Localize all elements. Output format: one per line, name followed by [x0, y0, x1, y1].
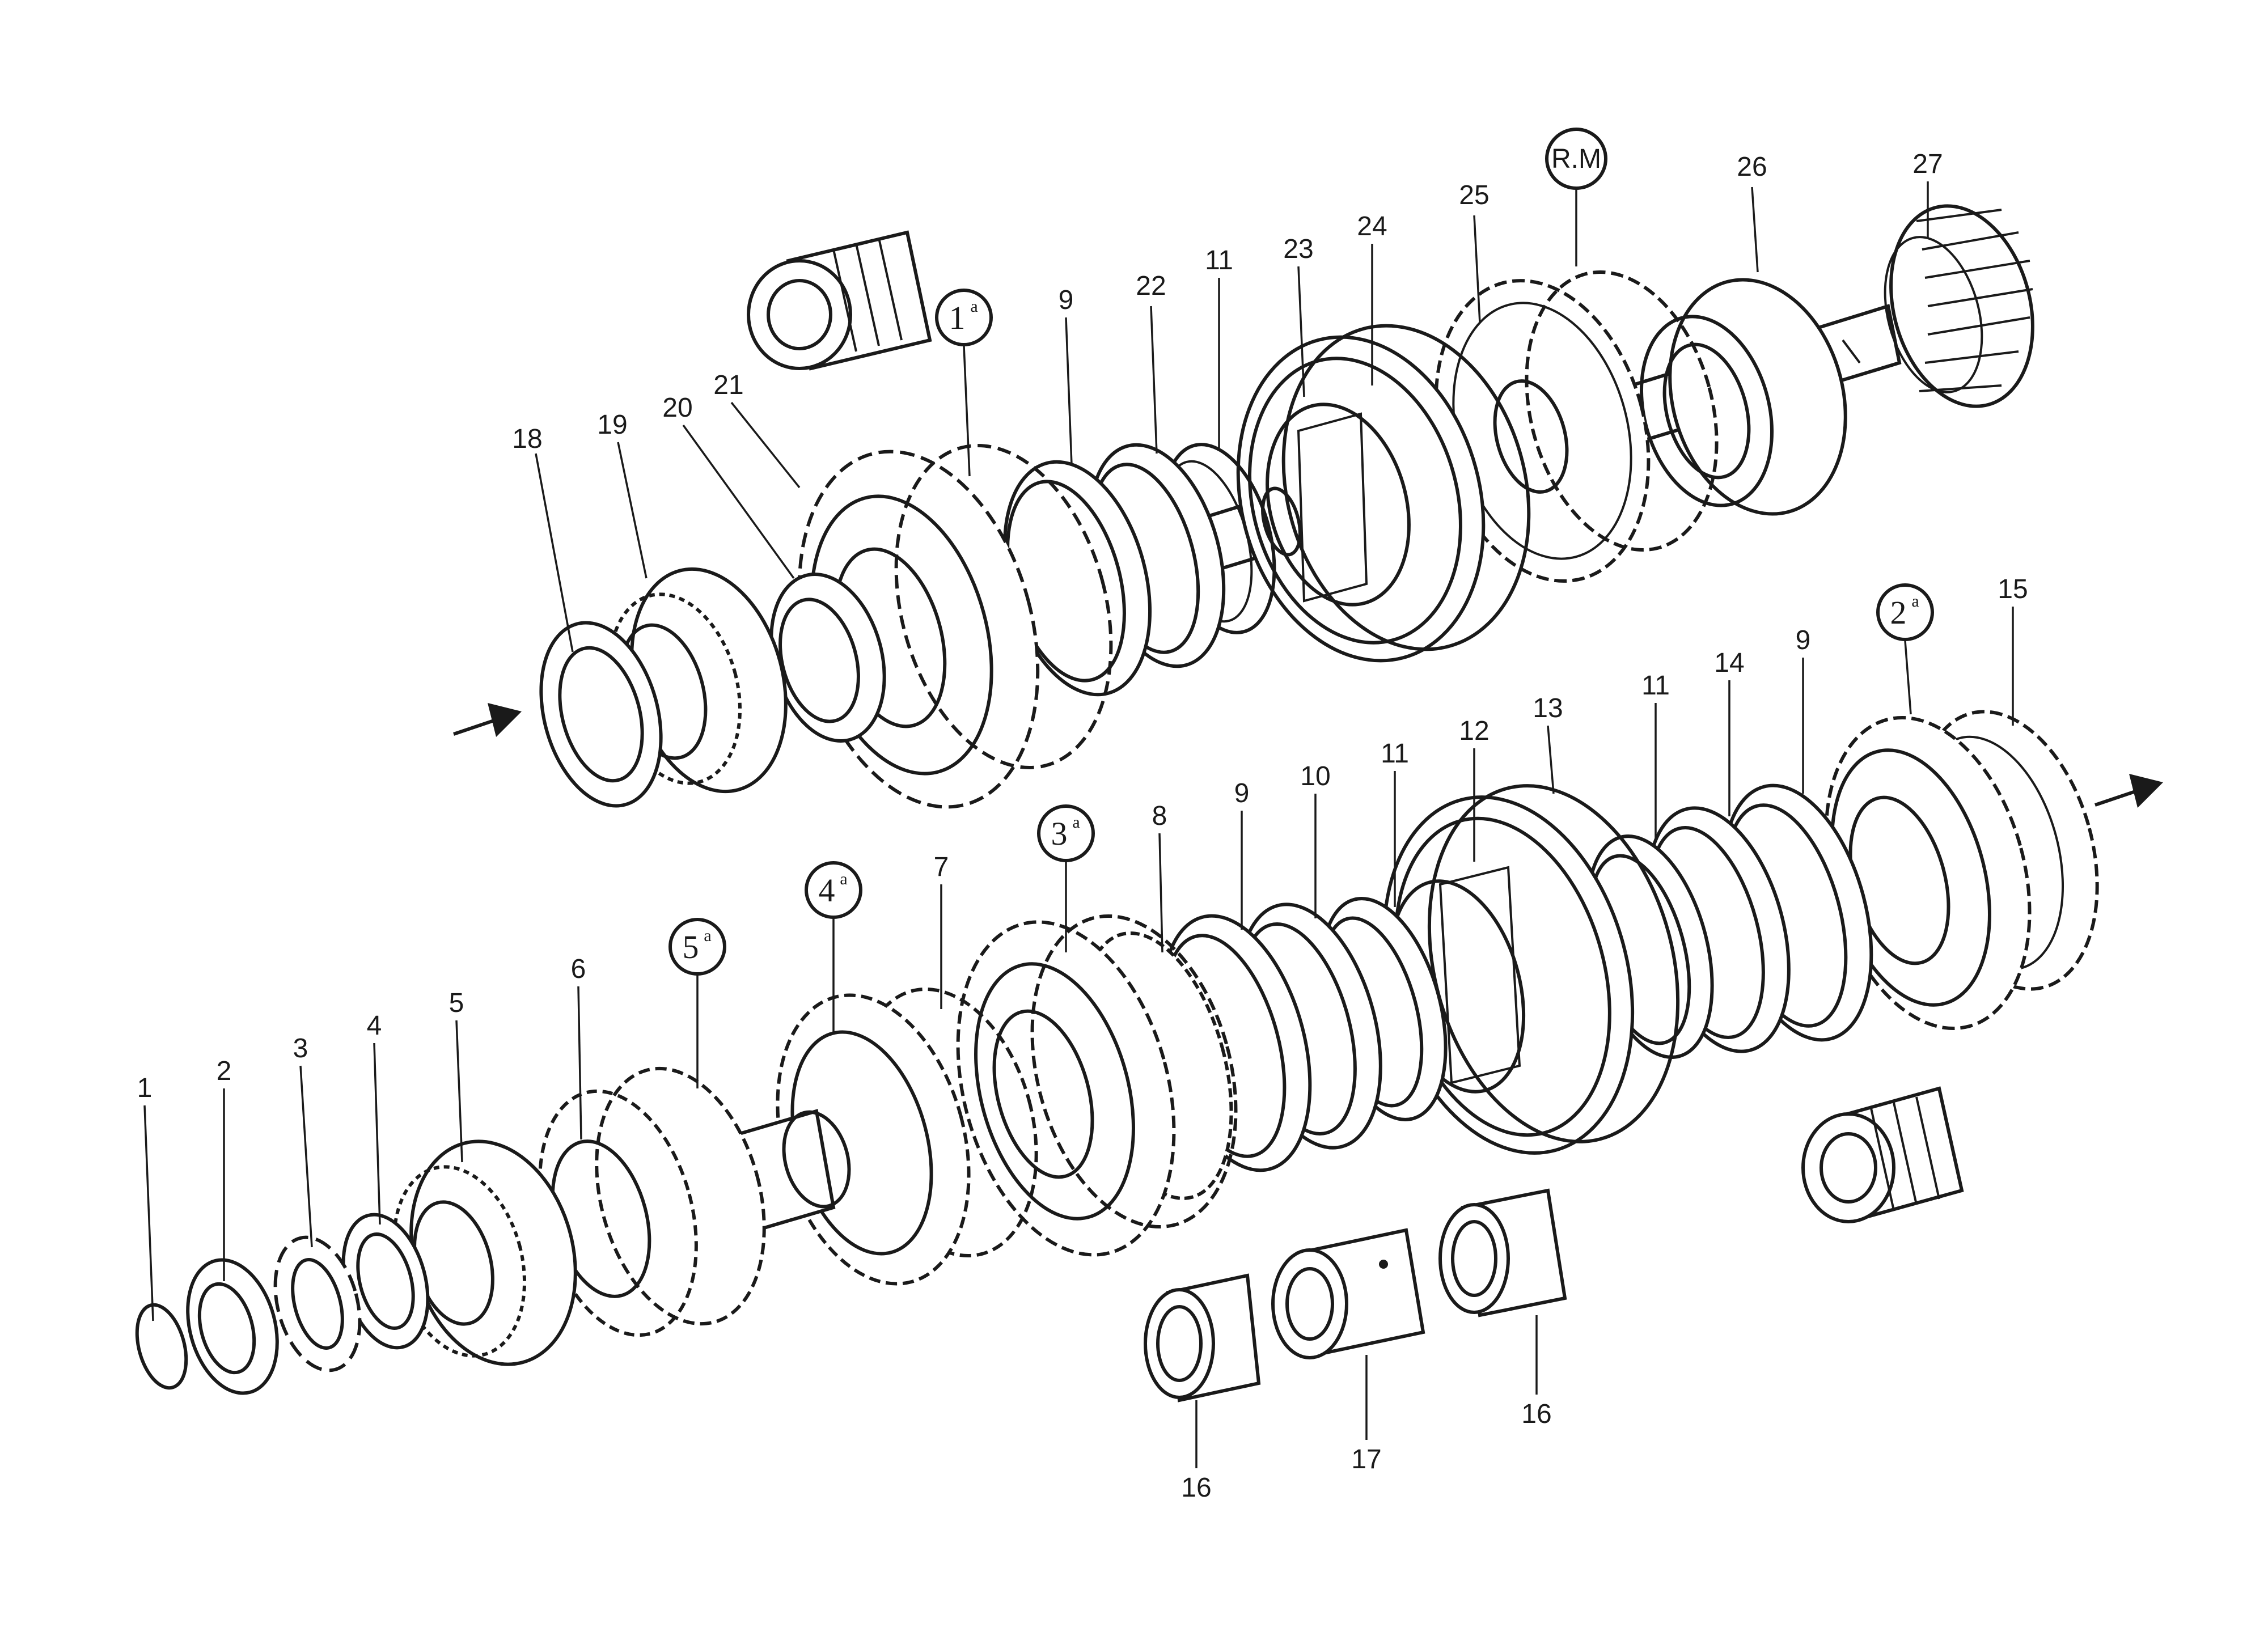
callout-3: 3: [293, 1033, 308, 1063]
callout-9-left: 9: [1234, 778, 1250, 808]
callouts: 1 2 3 4 5 6 7 8 9 10 11 12 13 11 14 9 15…: [137, 149, 2028, 1503]
callout-26: 26: [1737, 152, 1767, 182]
nut-2: [186, 1258, 279, 1395]
gear-badge-2nd: 2 a: [1876, 583, 1934, 641]
svg-text:5: 5: [683, 929, 699, 965]
hub-23: [1261, 402, 1411, 607]
gear-7: [856, 987, 1038, 1258]
callout-2: 2: [217, 1056, 232, 1086]
svg-text:4: 4: [819, 872, 835, 909]
gear-3rd: [956, 914, 1238, 1257]
callout-11-left: 11: [1381, 739, 1409, 769]
input-arrow: [453, 703, 522, 737]
needle-cage-16-right: [1438, 1188, 1567, 1317]
bearing-26: [1639, 278, 1847, 516]
svg-text:1: 1: [949, 299, 966, 336]
callout-27: 27: [1912, 149, 1943, 179]
ring-18: [539, 621, 663, 808]
gear-badge-4th: 4 a: [805, 861, 862, 919]
leader-lines: [143, 181, 2014, 1468]
callout-15: 15: [1998, 574, 2028, 604]
callout-7: 7: [934, 852, 949, 882]
svg-text:a: a: [840, 870, 847, 888]
callout-9-right: 9: [1796, 625, 1811, 655]
callout-22: 22: [1136, 271, 1166, 301]
ring-4: [341, 1213, 430, 1350]
callout-12: 12: [1459, 716, 1489, 746]
callout-16-right: 16: [1521, 1399, 1551, 1429]
svg-text:a: a: [970, 297, 978, 316]
gear-badge-1st: 1 a: [935, 289, 993, 346]
callout-13: 13: [1533, 693, 1563, 723]
svg-text:2: 2: [1890, 594, 1907, 631]
callout-4: 4: [367, 1011, 382, 1041]
svg-text:a: a: [1911, 592, 1919, 611]
lock-washer-3: [273, 1235, 362, 1372]
callout-20: 20: [662, 393, 692, 423]
callout-18: 18: [512, 424, 542, 454]
gear-5th: [538, 1066, 766, 1337]
callout-19: 19: [597, 410, 627, 440]
gear-badges: 1 a 2 a 3 a 4 a 5 a R.M: [668, 128, 1934, 976]
output-arrow: [2094, 774, 2163, 808]
needle-bearing-upper: [747, 230, 932, 371]
circlip-1: [135, 1303, 188, 1390]
svg-text:a: a: [704, 926, 711, 945]
callout-11-right: 11: [1641, 671, 1670, 701]
gear-badge-5th: 5 a: [668, 918, 726, 976]
lower-shaft-assembly: [135, 710, 2099, 1403]
callout-10: 10: [1300, 761, 1330, 791]
callout-23: 23: [1283, 234, 1313, 264]
callout-8: 8: [1152, 801, 1167, 831]
callout-25: 25: [1459, 180, 1489, 210]
callout-16-left: 16: [1181, 1473, 1211, 1503]
needle-bearing-right: [1801, 1086, 1964, 1223]
callout-1: 1: [137, 1073, 153, 1103]
pinion-27: [1884, 204, 2034, 408]
callout-17: 17: [1351, 1444, 1381, 1474]
gear-badge-3rd: 3 a: [1037, 804, 1095, 862]
svg-text:a: a: [1072, 813, 1080, 832]
bearing-5: [392, 1139, 577, 1366]
svg-text:3: 3: [1051, 815, 1068, 852]
callout-6: 6: [571, 954, 586, 984]
gear-badge-reverse: R.M: [1545, 128, 1607, 190]
gear-25: [1434, 270, 1719, 583]
upper-shaft-assembly: [539, 204, 2034, 809]
needle-cage-16-left: [1144, 1273, 1261, 1403]
callout-21: 21: [713, 370, 743, 400]
callout-9-upper: 9: [1059, 285, 1074, 315]
callout-24: 24: [1357, 211, 1387, 241]
spacer-17: [1271, 1228, 1425, 1359]
callout-14: 14: [1714, 648, 1744, 678]
callout-5: 5: [449, 988, 464, 1018]
callout-11-upper: 11: [1205, 245, 1233, 276]
svg-text:R.M: R.M: [1551, 144, 1601, 174]
